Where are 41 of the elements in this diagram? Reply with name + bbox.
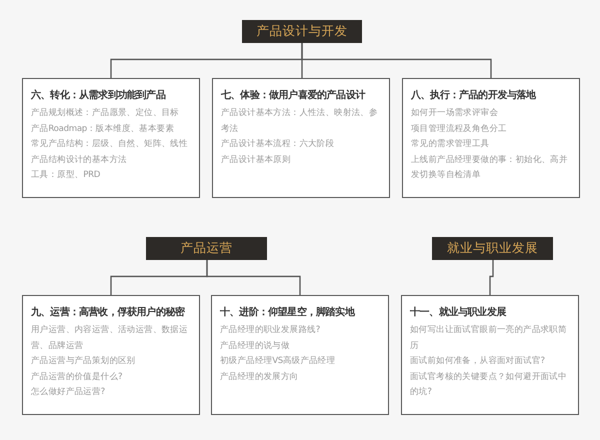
topic-item: 产品规划概述：产品愿景、定位、目标 xyxy=(31,106,180,120)
topic-item: 产品经理的职业发展路线? xyxy=(220,324,321,337)
topic-item: 产品经理的说与做 xyxy=(220,340,291,352)
topic-box xyxy=(211,295,389,415)
topic-item: 如何开一场需求评审会 xyxy=(411,106,500,120)
connector-line xyxy=(206,260,301,295)
topic-item: 初级产品经理VS高级产品经理 xyxy=(220,354,336,368)
topic-box xyxy=(22,78,200,198)
topic-item: 产品设计基本方法：人性法、映射法、参考法 xyxy=(221,107,379,136)
topic-item: 产品运营的价值是什么? xyxy=(31,370,124,384)
topic-heading: 七、体验：做用户喜爱的产品设计 xyxy=(221,89,366,103)
topic-item: 产品经理的发展方向 xyxy=(220,370,300,384)
topic-item: 面试前如何准备，从容面对面试官? xyxy=(410,354,546,368)
connector-line xyxy=(489,260,494,295)
topic-heading: 八、执行：产品的开发与落地 xyxy=(411,89,537,103)
category-label: 产品设计与开发 xyxy=(242,20,362,43)
topic-item: 产品设计基本原则 xyxy=(221,154,292,166)
topic-item: 产品结构设计的基本方法 xyxy=(31,154,128,166)
topic-item: 常见产品结构：层级、自然、矩阵、线性 xyxy=(31,138,189,151)
topic-box xyxy=(22,295,200,415)
topic-heading: 十、进阶：仰望星空，脚踏实地 xyxy=(220,306,356,320)
topic-heading: 六、转化：从需求到功能到产品 xyxy=(31,89,166,103)
topic-item: 用户运营、内容运营、活动运营、数据运营、品牌运营 xyxy=(31,324,189,352)
category-label: 就业与职业发展 xyxy=(432,237,553,260)
topic-item: 产品Roadmap：版本维度、基本要素 xyxy=(31,122,175,136)
connector-line xyxy=(301,43,492,78)
topic-box xyxy=(212,78,390,198)
topic-item: 怎么做好产品运营? xyxy=(31,386,106,399)
topic-item: 工具：原型、PRD xyxy=(31,169,102,182)
topic-item: 产品设计基本流程：六大阶段 xyxy=(221,138,336,151)
topic-item: 面试官考核的关键要点？如何避开面试中的坑? xyxy=(410,370,568,399)
topic-item: 上线前产品经理要做的事：初始化、高并发切换等自检清单 xyxy=(411,154,569,182)
topic-box xyxy=(401,295,579,415)
topic-heading: 九、运营：高营收，俘获用户的秘密 xyxy=(31,306,186,320)
topic-item: 如何写出让面试官眼前一亮的产品求职简历 xyxy=(410,324,568,352)
topic-heading: 十一、就业与职业发展 xyxy=(410,306,508,320)
category-label: 产品运营 xyxy=(146,237,267,260)
topic-box xyxy=(402,78,580,198)
topic-item: 常见的需求管理工具 xyxy=(411,138,490,151)
topic-item: 项目管理流程及角色分工 xyxy=(411,122,508,136)
topic-item: 产品运营与产品策划的区别 xyxy=(31,355,136,368)
